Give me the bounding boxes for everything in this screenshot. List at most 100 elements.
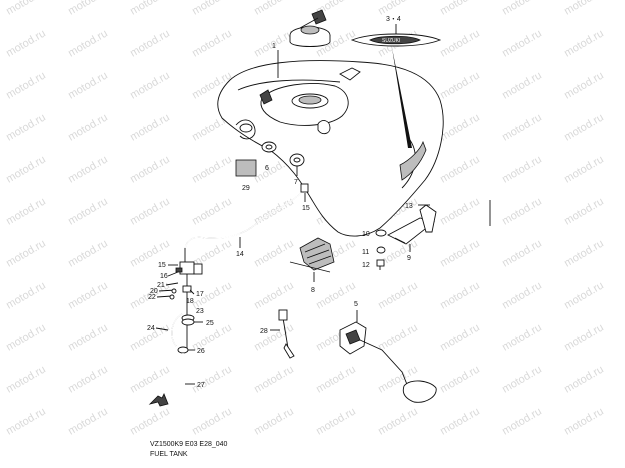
watermark-text: motod.ru	[252, 279, 296, 311]
watermark-text: motod.ru	[252, 363, 296, 395]
watermark-text: motod.ru	[4, 69, 48, 101]
watermark-text: motod.ru	[252, 405, 296, 437]
watermark-text: motod.ru	[562, 69, 606, 101]
clamp-26[interactable]	[177, 346, 189, 354]
cushion-11[interactable]	[376, 246, 386, 254]
watermark-text: motod.ru	[66, 195, 110, 227]
watermark-text: motod.ru	[438, 405, 482, 437]
callout-1: 1	[272, 43, 276, 50]
watermark-text: motod.ru	[438, 321, 482, 353]
callout-16: 16	[160, 273, 168, 280]
callout-27: 27	[197, 382, 205, 389]
fuel-hose-14[interactable]	[184, 189, 305, 249]
callout-21: 21	[157, 282, 165, 289]
callout-7: 7	[294, 179, 298, 186]
watermark-text: motod.ru	[252, 0, 296, 18]
watermark-text: motod.ru	[438, 195, 482, 227]
watermark-text: motod.ru	[562, 0, 606, 18]
watermark-text: motod.ru	[438, 111, 482, 143]
watermark-text: motod.ru	[500, 153, 544, 185]
watermark-text: motod.ru	[190, 195, 234, 227]
watermark-text: motod.ru	[66, 237, 110, 269]
callout-14: 14	[236, 251, 244, 258]
watermark-text: motod.ru	[438, 0, 482, 18]
callout-20: 20	[150, 288, 158, 295]
watermark-text: motod.ru	[562, 153, 606, 185]
watermark-text: motod.ru	[66, 279, 110, 311]
watermark-text: motod.ru	[376, 321, 420, 353]
watermark-text: motod.ru	[562, 405, 606, 437]
rear-bracket[interactable]	[387, 204, 437, 245]
watermark-text: motod.ru	[314, 405, 358, 437]
watermark-text: motod.ru	[4, 237, 48, 269]
front-arrow-icon	[148, 393, 169, 407]
watermark-text: motod.ru	[4, 0, 48, 18]
washer-10[interactable]	[375, 229, 387, 237]
callout-23: 23	[196, 308, 204, 315]
watermark-text: motod.ru	[128, 69, 172, 101]
watermark-text: motod.ru	[500, 363, 544, 395]
callout-3-4: 3・4	[386, 16, 401, 23]
grommet-6[interactable]	[261, 141, 277, 153]
watermark-text: motod.ru	[190, 405, 234, 437]
watermark-text: motod.ru	[500, 279, 544, 311]
watermark-text: motod.ru	[4, 111, 48, 143]
clamp-15-upper[interactable]	[300, 183, 309, 193]
stud-28[interactable]	[278, 309, 295, 359]
watermark-text: motod.ru	[562, 237, 606, 269]
callout-12: 12	[362, 262, 370, 269]
fuel-cap[interactable]	[289, 9, 331, 47]
callout-11: 11	[362, 249, 369, 256]
watermark-text: motod.ru	[562, 279, 606, 311]
watermark-text: motod.ru	[438, 237, 482, 269]
callout-22: 22	[148, 294, 156, 301]
watermark-text: motod.ru	[190, 363, 234, 395]
tank-cushion-8[interactable]	[289, 237, 335, 273]
watermark-text: motod.ru	[66, 153, 110, 185]
watermark-text: motod.ru	[66, 321, 110, 353]
watermark-text: motod.ru	[252, 237, 296, 269]
watermark-text: motod.ru	[438, 27, 482, 59]
fuel-tank[interactable]	[217, 60, 444, 237]
watermark-text: motod.ru	[438, 363, 482, 395]
callout-10: 10	[362, 231, 370, 238]
watermark-text: motod.ru	[190, 27, 234, 59]
watermark-text: motod.ru	[128, 405, 172, 437]
watermark-text: motod.ru	[500, 69, 544, 101]
callout-26: 26	[197, 348, 205, 355]
cushion-7[interactable]	[289, 153, 305, 167]
watermark-text: motod.ru	[128, 153, 172, 185]
caution-label[interactable]	[235, 159, 257, 177]
fuel-level-gauge-5[interactable]	[339, 321, 437, 403]
clamp-25[interactable]	[181, 318, 195, 326]
watermark-text: motod.ru	[500, 0, 544, 18]
watermark-text: motod.ru	[500, 111, 544, 143]
svg-text:SUZUKI: SUZUKI	[382, 38, 400, 44]
tank-emblem[interactable]: SUZUKI	[350, 33, 442, 47]
callout-8: 8	[311, 287, 315, 294]
watermark-text: motod.ru	[66, 111, 110, 143]
watermark-text: motod.ru	[500, 321, 544, 353]
watermark-text: motod.ru	[500, 27, 544, 59]
callout-29: 29	[242, 185, 250, 192]
watermark-text: motod.ru	[128, 363, 172, 395]
watermark-text: motod.ru	[562, 321, 606, 353]
callout-25: 25	[206, 320, 214, 327]
watermark-text: motod.ru	[128, 27, 172, 59]
callout-9: 9	[407, 255, 411, 262]
callout-5: 5	[354, 301, 358, 308]
watermark-text: motod.ru	[500, 405, 544, 437]
callout-6: 6	[265, 165, 269, 172]
watermark-text: motod.ru	[562, 195, 606, 227]
watermark-text: motod.ru	[128, 111, 172, 143]
watermark-text: motod.ru	[66, 0, 110, 18]
watermark-text: motod.ru	[4, 321, 48, 353]
callout-13: 13	[405, 203, 413, 210]
watermark-text: motod.ru	[562, 27, 606, 59]
watermark-text: motod.ru	[66, 69, 110, 101]
callout-28: 28	[260, 328, 268, 335]
watermark-text: motod.ru	[4, 153, 48, 185]
watermark-text: motod.ru	[190, 0, 234, 18]
bolt-12[interactable]	[376, 259, 385, 267]
